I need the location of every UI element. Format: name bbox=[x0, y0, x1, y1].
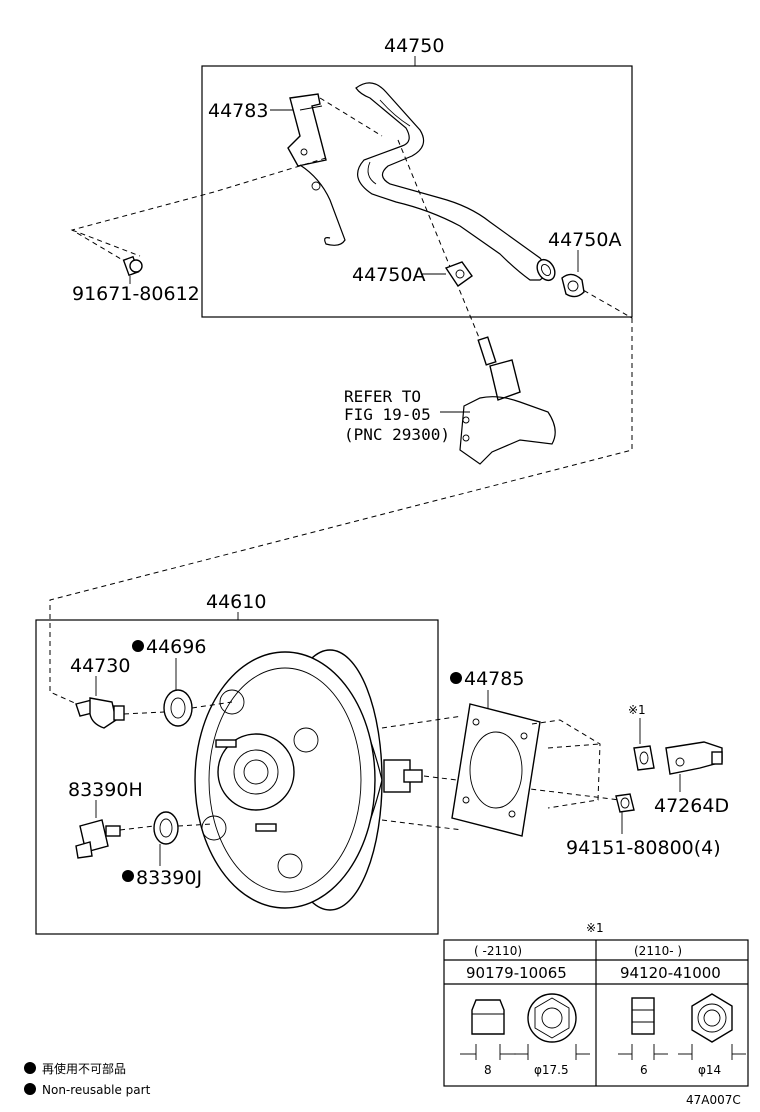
table-col2-width: 6 bbox=[640, 1063, 648, 1077]
booster-assembly-frame bbox=[35, 619, 439, 935]
table-col2-part[interactable]: 94120-41000 bbox=[620, 964, 721, 982]
bolt-label[interactable]: 91671-80612 bbox=[72, 283, 200, 305]
table-col2-diameter: φ14 bbox=[698, 1063, 721, 1077]
clamp-bracket-part[interactable] bbox=[287, 93, 346, 246]
table-col1-width: 8 bbox=[484, 1063, 492, 1077]
vacuum-hose-part[interactable] bbox=[355, 82, 558, 284]
table-col1-diameter: φ17.5 bbox=[534, 1063, 569, 1077]
booster-assembly-label[interactable]: 44610 bbox=[206, 591, 266, 613]
legend-line-1: 再使用不可部品 bbox=[42, 1061, 126, 1076]
legend-bullet-icon-1 bbox=[24, 1062, 36, 1074]
clevis-part[interactable] bbox=[665, 741, 723, 775]
table-col1-nut-side-icon bbox=[460, 999, 516, 1060]
intake-fitting-part[interactable] bbox=[459, 336, 556, 465]
fitting-label[interactable]: 83390H bbox=[68, 779, 143, 801]
grommet-part[interactable] bbox=[163, 689, 193, 727]
clevis-label[interactable]: 47264D bbox=[654, 795, 729, 817]
diagram-id: 47A007C bbox=[686, 1093, 741, 1107]
hex-nut-part[interactable] bbox=[615, 793, 635, 813]
nut-note-mark: ※1 bbox=[628, 703, 646, 717]
top-assembly-frame bbox=[201, 65, 633, 318]
table-col2-range: (2110- ) bbox=[634, 944, 682, 958]
check-valve-part[interactable] bbox=[75, 697, 125, 729]
grommet-bullet-icon bbox=[132, 640, 144, 652]
fitting-part[interactable] bbox=[75, 819, 121, 859]
flange-nut-part[interactable] bbox=[633, 745, 655, 771]
refer-line-2: FIG 19-05 bbox=[344, 405, 431, 424]
hose-clip-left-label[interactable]: 44750A bbox=[352, 264, 425, 286]
grommet-label[interactable]: 44696 bbox=[146, 636, 206, 658]
table-note-mark: ※1 bbox=[586, 921, 604, 935]
clamp-bracket-label[interactable]: 44783 bbox=[208, 100, 268, 122]
check-valve-label[interactable]: 44730 bbox=[70, 655, 130, 677]
bolt-part[interactable] bbox=[122, 255, 143, 277]
hose-clip-right-label[interactable]: 44750A bbox=[548, 229, 621, 251]
seal-bullet-icon bbox=[122, 870, 134, 882]
seal-part[interactable] bbox=[153, 811, 179, 845]
top-assembly-label[interactable]: 44750 bbox=[384, 35, 444, 57]
legend-bullet-icon-2 bbox=[24, 1083, 36, 1095]
legend-line-2: Non-reusable part bbox=[42, 1083, 151, 1097]
table-col1-range: ( -2110) bbox=[474, 944, 522, 958]
table-col1-nut-top-icon bbox=[514, 993, 590, 1060]
refer-line-1: REFER TO bbox=[344, 387, 421, 406]
table-col2-nut-side-icon bbox=[618, 997, 668, 1060]
nut-reference-table bbox=[443, 939, 749, 1087]
table-col1-part[interactable]: 90179-10065 bbox=[466, 964, 567, 982]
nut-label[interactable]: 94151-80800(4) bbox=[566, 837, 721, 859]
hose-clip-left-part[interactable] bbox=[444, 261, 473, 287]
gasket-label[interactable]: 44785 bbox=[464, 668, 524, 690]
seal-label[interactable]: 83390J bbox=[136, 867, 202, 889]
hose-clip-right-part[interactable] bbox=[561, 273, 585, 298]
brake-booster-part[interactable] bbox=[194, 649, 423, 911]
table-col2-nut-top-icon bbox=[678, 993, 746, 1060]
gasket-part[interactable] bbox=[451, 703, 541, 837]
refer-line-3: (PNC 29300) bbox=[344, 425, 450, 444]
gasket-bullet-icon bbox=[450, 672, 462, 684]
